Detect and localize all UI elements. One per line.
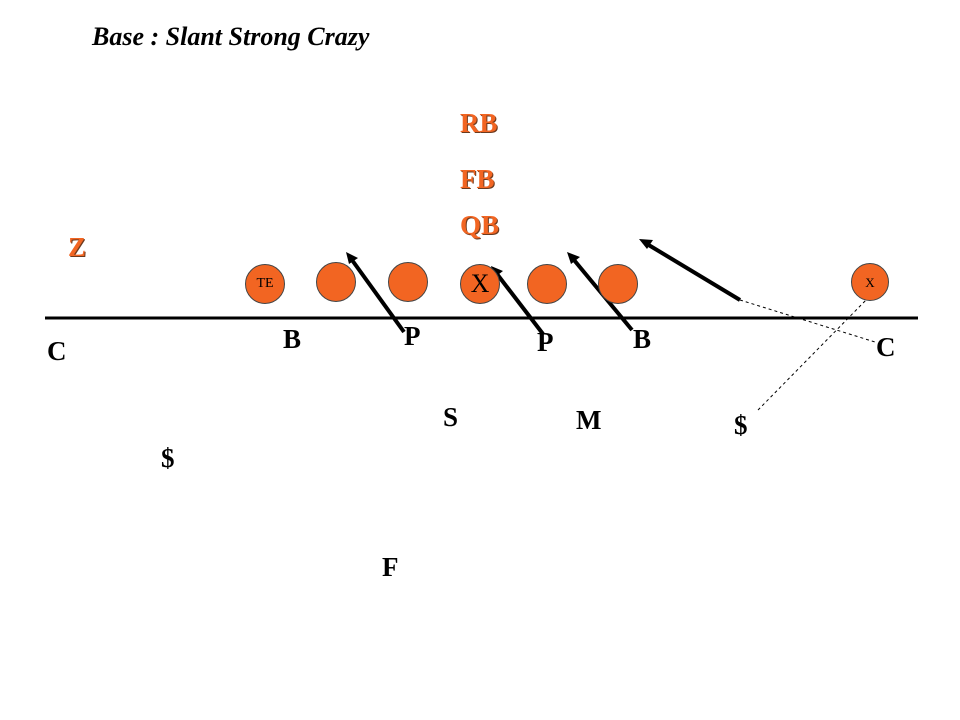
corner-left: C (47, 336, 67, 366)
play-title: Base : Slant Strong Crazy (92, 22, 370, 51)
right-guard-circle (527, 264, 567, 304)
dashed-path-corner (739, 299, 876, 343)
te-label: TE (256, 276, 274, 291)
left-tackle-circle (316, 262, 356, 302)
dashed-path-money (757, 297, 869, 411)
center-circle: X (460, 264, 500, 304)
slant-arrow-1 (350, 258, 406, 334)
center-label: X (470, 269, 490, 298)
right-tackle-circle (598, 264, 638, 304)
slant-arrowhead-1 (346, 252, 358, 264)
corner-right: C (876, 332, 896, 362)
money-right: $ (734, 410, 748, 440)
pinch-left: P (404, 321, 421, 351)
fb-label: FB (460, 164, 495, 194)
back-left: B (283, 324, 302, 354)
money-left: $ (161, 443, 175, 473)
slant-arrowhead-4 (639, 239, 653, 249)
rb-label: RB (460, 108, 498, 138)
free-safety: F (382, 552, 399, 582)
mike-linebacker: M (576, 405, 602, 435)
qb-label: QB (460, 210, 500, 240)
slant-arrowhead-3 (567, 252, 580, 264)
slant-arrow-2 (495, 272, 545, 336)
tight-end-circle: TE (245, 264, 285, 304)
sam-linebacker: S (443, 402, 459, 432)
x-receiver-circle: X (851, 263, 889, 301)
back-right: B (633, 324, 652, 354)
left-guard-circle (388, 262, 428, 302)
slant-arrow-4 (645, 242, 742, 302)
pinch-right: P (537, 327, 554, 357)
x-receiver-label: X (865, 274, 875, 290)
z-label: Z (68, 232, 87, 262)
